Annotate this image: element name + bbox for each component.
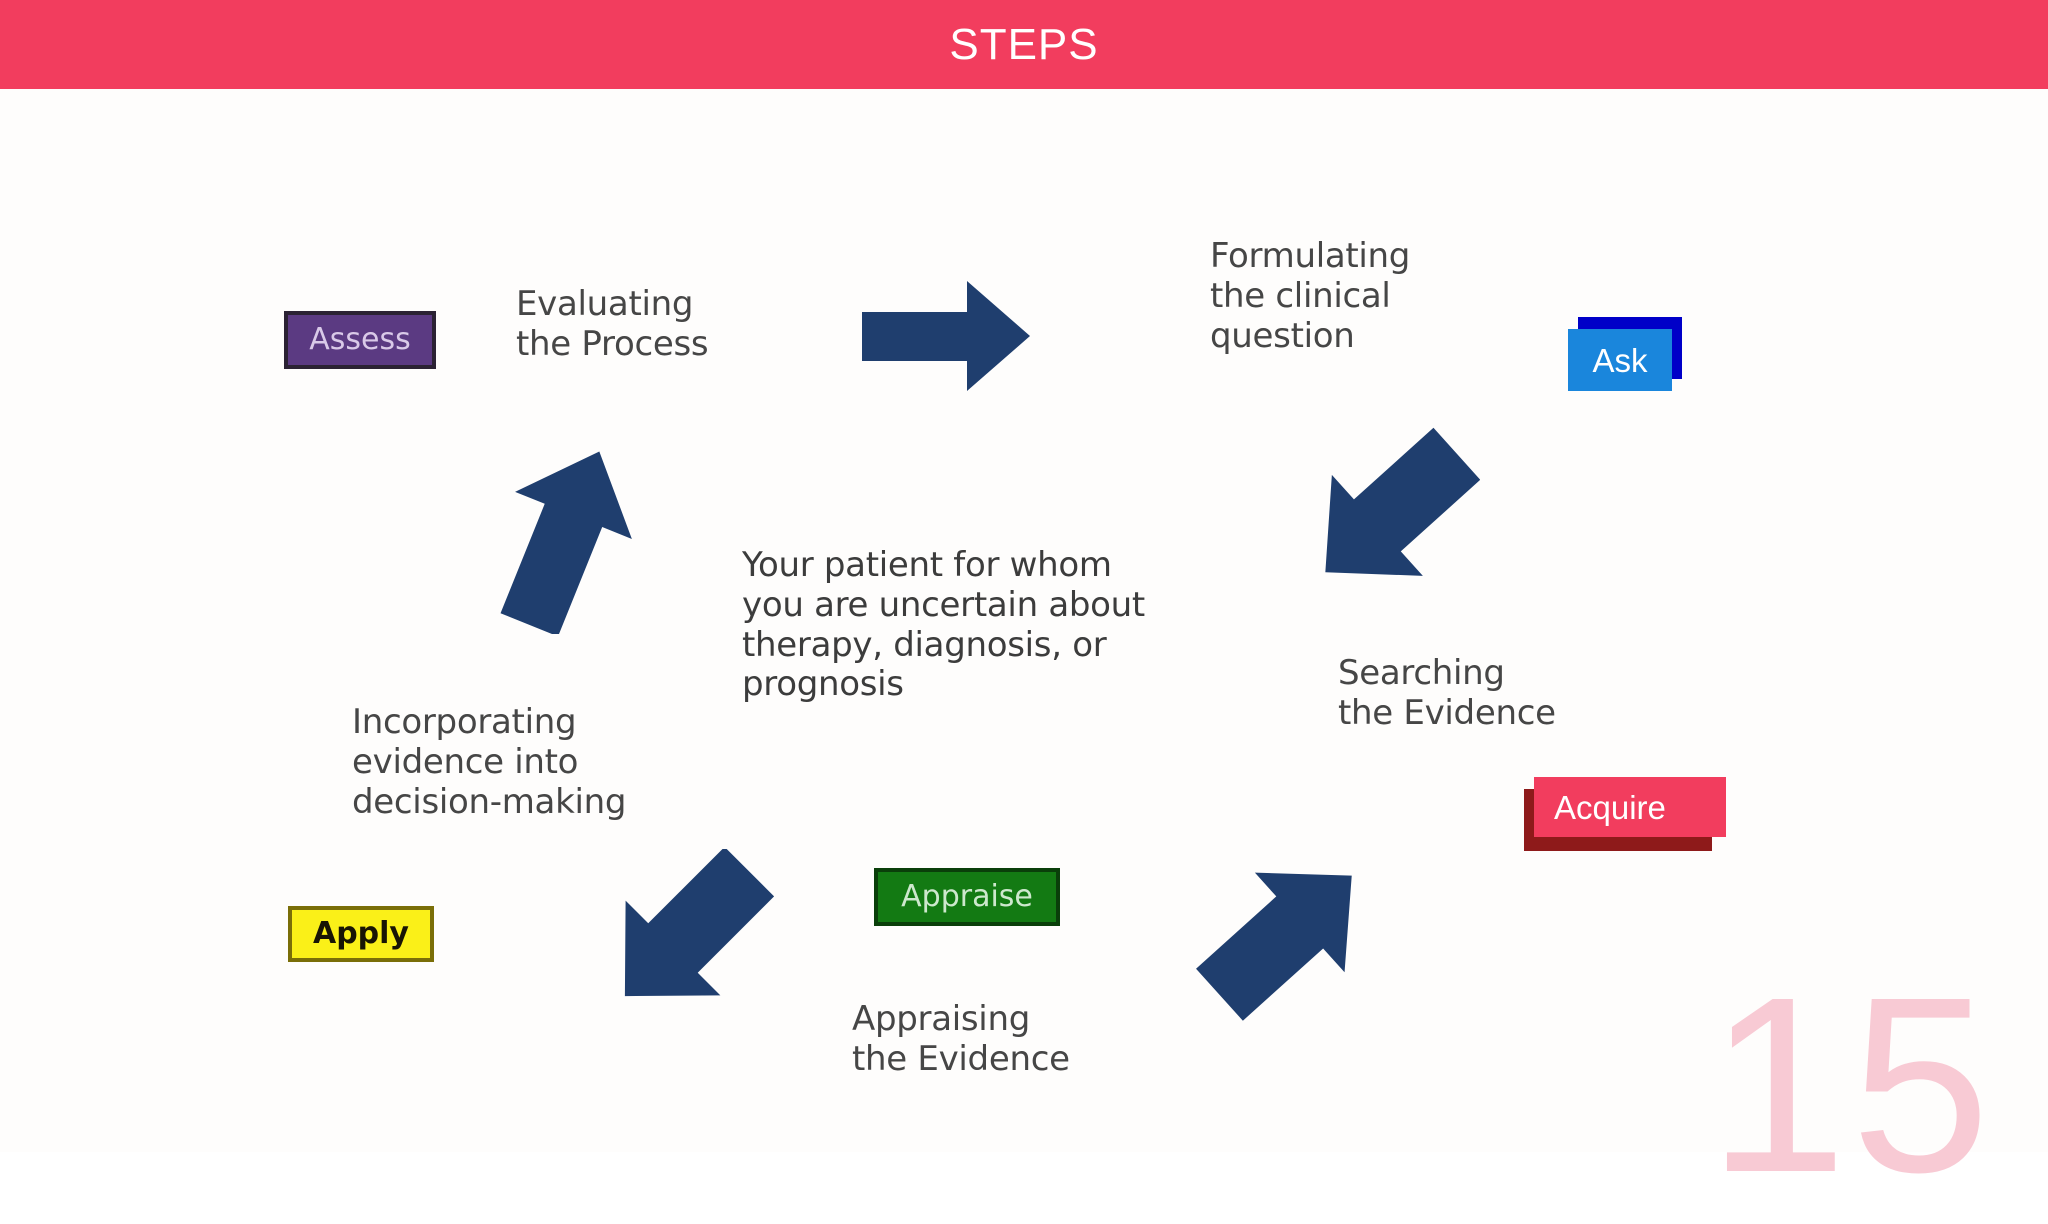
- evidence-based-practice-cycle-diagram: Assess Ask Acquire Appraise Apply Evalua…: [0, 89, 2048, 1210]
- arrow-up-icon: [478, 439, 648, 634]
- step-description-apply: Incorporating evidence into decision-mak…: [352, 702, 627, 822]
- step-chip-assess-label: Assess: [309, 322, 411, 357]
- step-chip-apply-label: Apply: [312, 916, 409, 951]
- step-description-ask: Formulating the clinical question: [1210, 236, 1411, 356]
- header-banner: STEPS: [0, 0, 2048, 89]
- center-patient-text: Your patient for whom you are uncertain …: [742, 545, 1145, 705]
- arrow-down-left-icon: [1190, 841, 1380, 1026]
- arrow-right-icon: [862, 279, 1032, 394]
- step-description-acquire: Searching the Evidence: [1338, 653, 1556, 733]
- step-chip-ask-label: Ask: [1592, 341, 1648, 379]
- step-description-appraise: Appraising the Evidence: [852, 999, 1070, 1079]
- step-description-assess: Evaluating the Process: [516, 284, 709, 364]
- arrow-down-right-icon: [1300, 419, 1480, 609]
- step-chip-ask[interactable]: Ask: [1568, 329, 1672, 391]
- arrow-up-left-icon: [588, 849, 783, 1024]
- slide-page-number: 15: [1707, 945, 1994, 1224]
- step-chip-appraise-label: Appraise: [901, 879, 1033, 914]
- step-chip-acquire-label: Acquire: [1554, 788, 1666, 826]
- page-title: STEPS: [949, 19, 1099, 69]
- step-chip-apply[interactable]: Apply: [288, 906, 434, 962]
- step-chip-assess[interactable]: Assess: [284, 311, 436, 369]
- step-chip-appraise[interactable]: Appraise: [874, 868, 1060, 926]
- step-chip-acquire[interactable]: Acquire: [1534, 777, 1726, 837]
